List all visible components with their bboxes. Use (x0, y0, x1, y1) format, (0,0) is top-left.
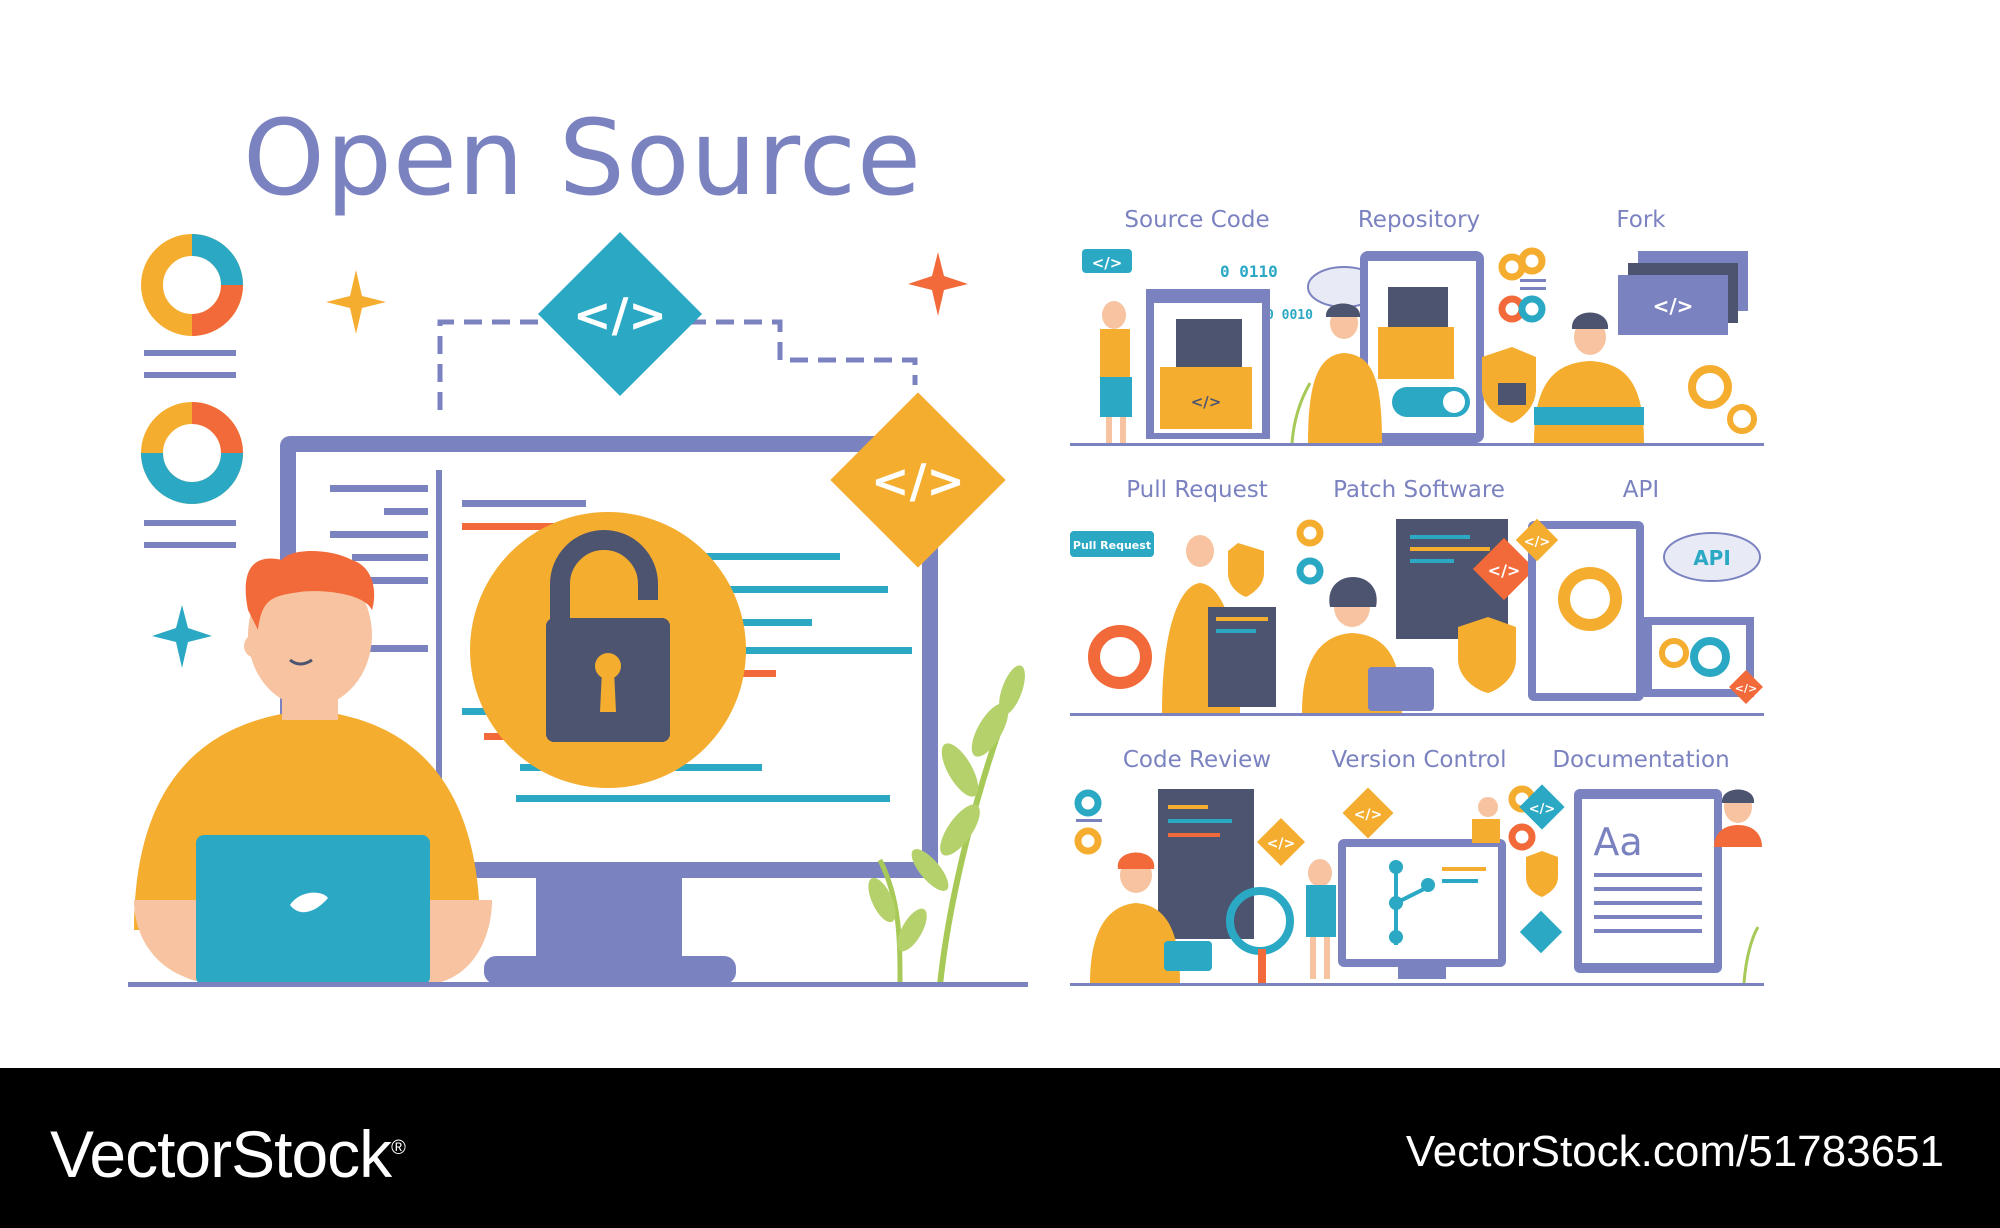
plant-decoration (868, 665, 1025, 986)
svg-text:API: API (1693, 546, 1731, 570)
svg-text:</>: </> (1267, 836, 1296, 852)
laptop-icon (196, 835, 430, 985)
panel-label: Documentation (1552, 747, 1730, 773)
code-tag-label: </> (573, 288, 667, 342)
svg-text:</>: </> (1735, 682, 1757, 695)
panel-source-code: Source Code </> 0 0110 0 0010 </> (1070, 205, 1324, 455)
code-tag-diamond-icon: </> (537, 231, 703, 397)
sparkle-icon (908, 252, 968, 316)
svg-text:</>: </> (1488, 561, 1521, 580)
image-id-url: VectorStock.com/51783651 (1405, 1127, 1944, 1176)
svg-text:0 0110: 0 0110 (1220, 262, 1278, 281)
panel-pull-request: Pull Request Pull Request (1070, 475, 1324, 725)
registered-mark: ® (391, 1137, 406, 1159)
panel-label: API (1622, 477, 1660, 503)
sparkle-icon (152, 605, 212, 668)
svg-text:</>: </> (1529, 802, 1556, 817)
panel-label: Patch Software (1333, 477, 1505, 503)
code-tag-diamond-icon: </> (830, 392, 1006, 568)
api-illustration: </> API </> (1514, 518, 1764, 716)
panel-documentation: Documentation </> Aa (1514, 745, 1768, 995)
watermark-footer: VectorStock® VectorStock.com/51783651 (0, 1068, 2000, 1228)
panel-label: Source Code (1124, 207, 1270, 233)
panel-api: API </> API </> (1514, 475, 1768, 725)
svg-text:Pull Request: Pull Request (1073, 539, 1151, 552)
code-tag-badge-label: </> (871, 454, 965, 508)
svg-text:</>: </> (1524, 535, 1551, 550)
panel-patch-software: Patch Software </> (1292, 475, 1546, 725)
list-lines-icon (144, 520, 236, 548)
version-control-illustration: </> (1292, 785, 1542, 986)
unlocked-padlock-icon (470, 512, 746, 788)
svg-text:</>: </> (1354, 807, 1383, 823)
panel-fork: Fork </> (1514, 205, 1768, 455)
svg-text:Aa: Aa (1593, 820, 1642, 864)
brand-text: VectorStock (50, 1117, 392, 1191)
svg-text:</>: </> (1092, 254, 1123, 272)
donut-chart-icon (141, 234, 243, 336)
panel-label: Repository (1357, 207, 1481, 233)
fork-illustration: </> (1514, 247, 1764, 446)
repository-illustration (1292, 251, 1542, 446)
panel-label: Pull Request (1126, 477, 1268, 503)
panel-repository: Repository (1292, 205, 1546, 455)
hero-illustration: </> </> (128, 231, 1028, 987)
panel-code-review: Code Review </> (1070, 745, 1324, 995)
code-review-illustration: </> (1070, 789, 1320, 986)
developer-person (134, 551, 492, 985)
panel-label: Fork (1616, 207, 1666, 233)
pull-request-illustration: Pull Request (1070, 531, 1320, 716)
svg-text:</>: </> (1653, 294, 1694, 318)
vectorstock-brand: VectorStock® (50, 1108, 406, 1194)
sparkle-icon (326, 270, 386, 334)
list-lines-icon (144, 350, 236, 378)
panel-label: Code Review (1122, 747, 1272, 773)
documentation-illustration: </> Aa (1514, 784, 1764, 986)
svg-text:</>: </> (1191, 393, 1222, 411)
panel-version-control: Version Control </> (1292, 745, 1546, 995)
donut-chart-icon (141, 402, 243, 504)
patch-software-illustration: </> (1292, 519, 1542, 716)
illustration-artboard: Open Source (128, 97, 1768, 995)
source-code-illustration: </> 0 0110 0 0010 </> (1070, 249, 1320, 446)
panel-label: Version Control (1331, 747, 1507, 773)
svg-text:0 0010: 0 0010 (1266, 308, 1313, 323)
main-title: Open Source (243, 97, 923, 219)
